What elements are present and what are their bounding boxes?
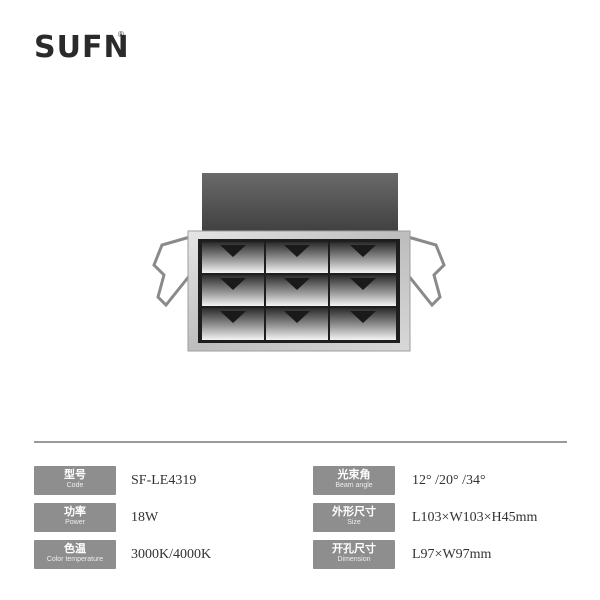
product-image bbox=[152, 173, 446, 352]
spec-value-color-temperature: 3000K/4000K bbox=[131, 547, 212, 562]
spring-clip-left bbox=[152, 235, 192, 308]
spec-label-zh: 功率 bbox=[64, 505, 86, 518]
divider bbox=[34, 441, 567, 443]
reflector-grid bbox=[202, 242, 396, 340]
spec-value-size: L103×W103×H45mm bbox=[412, 510, 538, 525]
spec-value-power: 18W bbox=[131, 510, 159, 525]
spec-label-zh: 开孔尺寸 bbox=[332, 542, 376, 555]
spec-value-code: SF-LE4319 bbox=[131, 473, 197, 488]
spec-label-color-temperature: 色温 Color temperature bbox=[34, 540, 116, 569]
spring-clip-right bbox=[406, 235, 446, 308]
spec-label-zh: 光束角 bbox=[337, 468, 371, 481]
fixture-body bbox=[202, 173, 398, 235]
spec-label-zh: 外形尺寸 bbox=[332, 505, 376, 518]
spec-label-en: Dimension bbox=[337, 556, 371, 563]
spec-label-code: 型号 Code bbox=[34, 466, 116, 495]
spec-label-dimension: 开孔尺寸 Dimension bbox=[313, 540, 395, 569]
registered-mark: ® bbox=[118, 30, 124, 39]
spec-label-zh: 色温 bbox=[64, 542, 86, 555]
brand-logo: SUFN bbox=[34, 30, 130, 65]
spec-label-beam-angle: 光束角 Beam angle bbox=[313, 466, 395, 495]
spec-label-en: Power bbox=[65, 519, 85, 526]
spec-label-en: Size bbox=[347, 519, 361, 526]
spec-label-en: Color temperature bbox=[46, 556, 104, 563]
spec-label-en: Beam angle bbox=[335, 482, 373, 489]
spec-value-dimension: L97×W97mm bbox=[412, 547, 492, 562]
spec-label-zh: 型号 bbox=[64, 468, 86, 481]
spec-label-power: 功率 Power bbox=[34, 503, 116, 532]
spec-label-size: 外形尺寸 Size bbox=[313, 503, 395, 532]
spec-value-beam-angle: 12° /20° /34° bbox=[412, 473, 486, 488]
spec-label-en: Code bbox=[66, 482, 84, 489]
